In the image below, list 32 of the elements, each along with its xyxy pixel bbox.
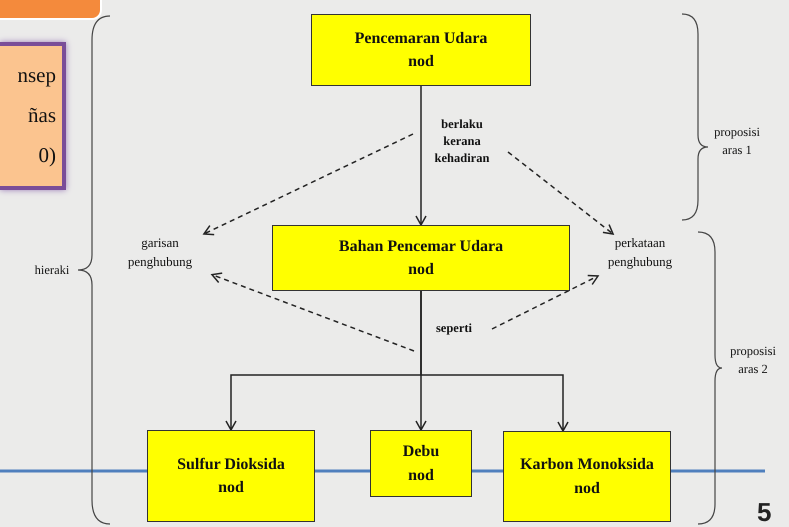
dashed-arrow bbox=[492, 274, 599, 330]
dashed-arrow bbox=[508, 151, 614, 235]
concept-title: Sulfur Dioksida bbox=[177, 454, 285, 475]
note-text: nsep bbox=[18, 63, 56, 89]
linking-label: garisan penghubung bbox=[108, 234, 212, 276]
node-type-label: nod bbox=[408, 466, 434, 486]
dashed-arrow bbox=[203, 133, 414, 236]
node-type-label: nod bbox=[408, 260, 434, 280]
concept-box bbox=[272, 225, 570, 291]
node-type-label: nod bbox=[408, 52, 434, 72]
node-type-label: nod bbox=[574, 478, 600, 498]
note-card bbox=[0, 42, 66, 190]
hierarchy-label: hieraki bbox=[34, 262, 70, 279]
arrow bbox=[415, 86, 427, 226]
concept-title: Debu bbox=[402, 442, 440, 462]
linking-label: perkataan penghubung bbox=[588, 234, 692, 276]
concept-box bbox=[311, 14, 531, 86]
concept-title: Bahan Pencemar Udara bbox=[338, 236, 504, 257]
concept-title: Karbon Monoksida bbox=[520, 455, 654, 476]
proposition-label: proposisi aras 1 bbox=[713, 124, 761, 158]
concept-box bbox=[147, 430, 315, 522]
page-number: 5 bbox=[757, 499, 772, 525]
arrow bbox=[420, 291, 569, 432]
note-text: 0) bbox=[38, 143, 56, 169]
note-text: ñas bbox=[28, 103, 56, 129]
dashed-arrow bbox=[211, 272, 414, 352]
proposition-label: proposisi aras 2 bbox=[729, 343, 777, 378]
title-tab bbox=[0, 0, 102, 20]
concept-box bbox=[503, 431, 671, 522]
node-type-label: nod bbox=[218, 478, 244, 498]
concept-box bbox=[370, 430, 472, 497]
concept-title: Pencemaran Udara bbox=[354, 28, 488, 49]
